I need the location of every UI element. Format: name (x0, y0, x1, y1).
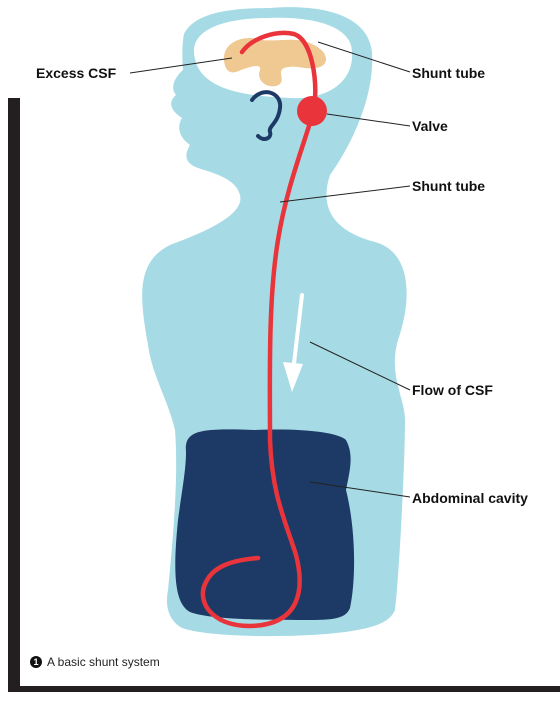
label-flow-of-csf: Flow of CSF (412, 382, 493, 398)
label-shunt-tube-mid: Shunt tube (412, 178, 485, 194)
caption-number-badge: 1 (30, 656, 42, 668)
label-valve: Valve (412, 118, 448, 134)
label-excess-csf: Excess CSF (36, 65, 116, 81)
valve (297, 96, 327, 126)
caption-text: A basic shunt system (47, 655, 160, 669)
label-abdominal-cavity: Abdominal cavity (412, 490, 528, 506)
label-shunt-tube-top: Shunt tube (412, 65, 485, 81)
figure-caption: 1 A basic shunt system (30, 655, 160, 669)
